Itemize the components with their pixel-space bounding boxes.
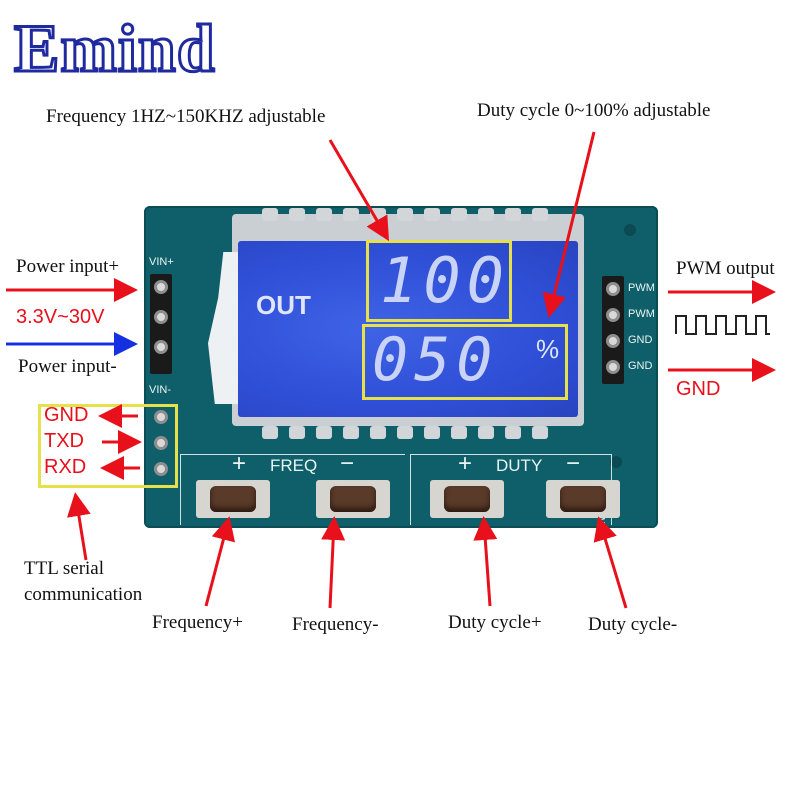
lcd-contact-tab bbox=[316, 426, 332, 439]
ttl-label-line1: TTL serial bbox=[24, 558, 105, 579]
vin-plus-silk: VIN+ bbox=[149, 256, 174, 268]
lcd-contact-tab bbox=[478, 208, 494, 221]
freq-panel bbox=[180, 454, 405, 525]
duty-plus-silk: + bbox=[458, 450, 473, 477]
arrow-ttl bbox=[67, 492, 91, 561]
freq-silk: FREQ bbox=[270, 456, 318, 475]
power-plus-label: Power input+ bbox=[16, 256, 120, 277]
duty-plus-button[interactable] bbox=[430, 480, 504, 518]
power-pins bbox=[154, 280, 168, 370]
arrow-duty bbox=[542, 131, 596, 318]
serial-labels: GND TXD RXD bbox=[44, 404, 104, 488]
duty-highlight-box bbox=[362, 324, 568, 400]
header-pin bbox=[606, 282, 620, 296]
pwm-waveform bbox=[675, 315, 770, 335]
freq-plus-button[interactable] bbox=[196, 480, 270, 518]
serial-pin-label: GND bbox=[44, 404, 89, 426]
freq-minus-silk: − bbox=[340, 450, 355, 477]
arrow-frequency bbox=[328, 139, 390, 242]
lcd-contact-tab bbox=[505, 426, 521, 439]
output-pin-label: GND bbox=[628, 360, 653, 372]
duty-plus-label: Duty cycle+ bbox=[448, 612, 542, 633]
lcd-top-contacts bbox=[262, 208, 562, 222]
lcd-contact-tab bbox=[343, 208, 359, 221]
lcd-contact-tab bbox=[424, 426, 440, 439]
ttl-label-line2: communication bbox=[24, 584, 143, 605]
header-pin bbox=[154, 410, 168, 424]
mounting-hole bbox=[610, 456, 622, 468]
duty-range-label: Duty cycle 0~100% adjustable bbox=[477, 100, 711, 121]
lcd-contact-tab bbox=[451, 208, 467, 221]
pwm-output-label: PWM output bbox=[676, 258, 775, 279]
lcd-contact-tab bbox=[370, 426, 386, 439]
duty-silk: DUTY bbox=[496, 456, 543, 475]
freq-minus-label: Frequency- bbox=[292, 614, 379, 635]
lcd-contact-tab bbox=[451, 426, 467, 439]
arrow-duty-plus bbox=[473, 516, 498, 607]
gnd-output-label: GND bbox=[676, 378, 721, 400]
voltage-label: 3.3V~30V bbox=[16, 306, 105, 328]
lcd-frequency-value: 100 bbox=[380, 244, 510, 317]
lcd-percent-sign: % bbox=[536, 334, 560, 364]
button-cap bbox=[330, 486, 376, 512]
lcd-out-label: OUT bbox=[256, 290, 311, 320]
brand-logo: Emind bbox=[13, 10, 217, 86]
duty-minus-label: Duty cycle- bbox=[588, 614, 678, 635]
lcd-bottom-contacts bbox=[262, 426, 562, 440]
output-pin-label: GND bbox=[628, 334, 653, 346]
header-pin bbox=[606, 334, 620, 348]
header-pin bbox=[154, 340, 168, 354]
lcd-contact-tab bbox=[262, 426, 278, 439]
frequency-range-label: Frequency 1HZ~150KHZ adjustable bbox=[46, 106, 326, 127]
freq-minus-button[interactable] bbox=[316, 480, 390, 518]
header-pin bbox=[154, 462, 168, 476]
arrow-freq-minus bbox=[321, 516, 346, 609]
header-pin bbox=[154, 310, 168, 324]
button-cap bbox=[210, 486, 256, 512]
lcd-contact-tab bbox=[289, 426, 305, 439]
header-pin bbox=[606, 308, 620, 322]
duty-minus-silk: − bbox=[566, 450, 581, 477]
header-pin bbox=[154, 436, 168, 450]
serial-pins bbox=[154, 410, 168, 480]
lcd-contact-tab bbox=[532, 426, 548, 439]
lcd-contact-tab bbox=[343, 426, 359, 439]
output-pin-label: PWM bbox=[628, 308, 655, 320]
lcd-contact-tab bbox=[424, 208, 440, 221]
button-cap bbox=[560, 486, 606, 512]
power-minus-label: Power input- bbox=[18, 356, 117, 377]
output-pin-labels: PWM PWM GND GND bbox=[628, 282, 668, 382]
lcd-contact-tab bbox=[316, 208, 332, 221]
freq-plus-silk: + bbox=[232, 450, 247, 477]
serial-pin-label: RXD bbox=[44, 456, 87, 478]
serial-pin-label: TXD bbox=[44, 430, 84, 452]
output-pins bbox=[606, 282, 620, 382]
lcd-contact-tab bbox=[289, 208, 305, 221]
header-pin bbox=[154, 280, 168, 294]
duty-minus-button[interactable] bbox=[546, 480, 620, 518]
lcd-duty-value: 050 bbox=[372, 325, 499, 395]
freq-plus-label: Frequency+ bbox=[152, 612, 243, 633]
output-header bbox=[602, 276, 624, 384]
header-pin bbox=[606, 360, 620, 374]
lcd-contact-tab bbox=[397, 426, 413, 439]
arrow-freq-plus bbox=[204, 516, 236, 607]
lcd-screen bbox=[238, 241, 578, 417]
lcd-contact-tab bbox=[262, 208, 278, 221]
mounting-hole bbox=[624, 224, 636, 236]
lcd-contact-tab bbox=[397, 208, 413, 221]
frequency-highlight-box bbox=[366, 240, 512, 322]
lcd-contact-tab bbox=[478, 426, 494, 439]
arrow-duty-minus bbox=[593, 516, 628, 609]
output-pin-label: PWM bbox=[628, 282, 655, 294]
button-cap bbox=[444, 486, 490, 512]
lcd-contact-tab bbox=[532, 208, 548, 221]
lcd-contact-tab bbox=[505, 208, 521, 221]
vin-minus-silk: VIN- bbox=[149, 384, 171, 396]
